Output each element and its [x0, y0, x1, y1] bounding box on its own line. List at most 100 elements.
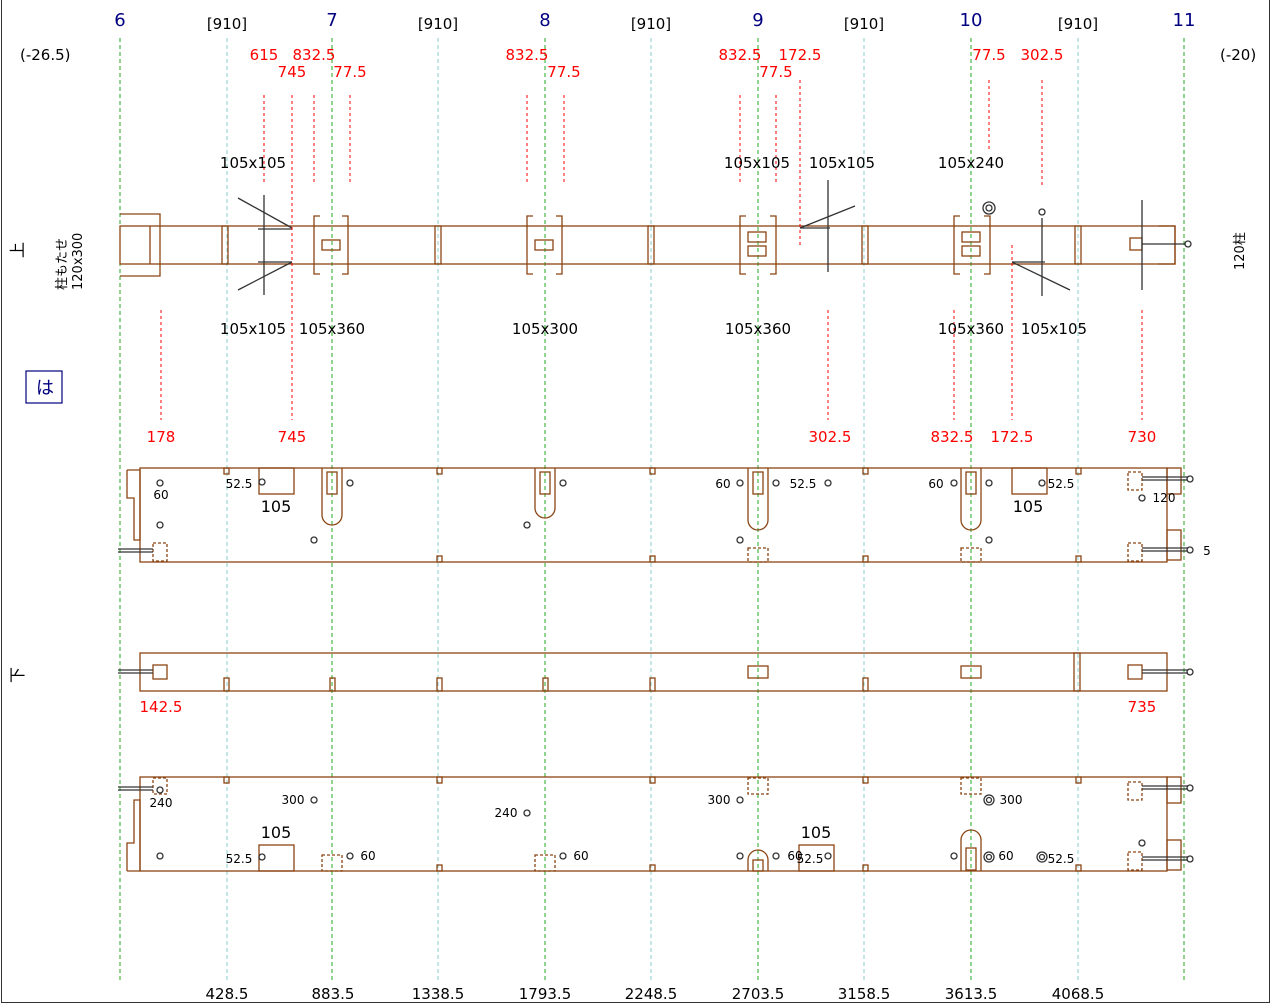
beam-4-dim-label: 240: [495, 806, 518, 820]
beam-2-dim-label: 52.5: [790, 477, 817, 491]
corner-right-label: (-20): [1220, 46, 1256, 64]
axis-label-9: 9: [752, 10, 763, 31]
beam-2-dim-label: 52.5: [1048, 477, 1075, 491]
member-size-label: 105x300: [512, 320, 578, 338]
beam-4-dim-label: 60: [787, 849, 802, 863]
red-dim-label: 832.5: [931, 428, 974, 446]
beam-3: [118, 652, 1194, 692]
boxed-label: は: [36, 378, 54, 399]
red-dim-label: 172.5: [991, 428, 1034, 446]
bottom-tick-label: 883.5: [312, 985, 355, 1003]
beam-2-dim-label: 120: [1153, 491, 1176, 505]
axis-label-6: 6: [114, 10, 125, 31]
left-post-label-2: 120x300: [71, 233, 86, 290]
bottom-tick-label: 428.5: [206, 985, 249, 1003]
beam-1: [119, 180, 1192, 296]
bottom-tick-label: 1793.5: [519, 985, 572, 1003]
spacing-label: [910]: [844, 15, 884, 33]
spacing-labels: [910] [910] [910] [910] [910]: [207, 15, 1098, 33]
beam-2-dim-label: 60: [715, 477, 730, 491]
beam-2-dim-label: 105: [1013, 497, 1044, 516]
beam-2-slots: [321, 468, 982, 531]
bottom-tick-label: 3158.5: [838, 985, 891, 1003]
red-dim-label: 832.5: [293, 46, 336, 64]
red-dim-label: 77.5: [972, 46, 1005, 64]
member-size-label: 105x105: [1021, 320, 1087, 338]
beam-3-labels: 142.5 735: [140, 698, 1157, 716]
beam-4: [118, 776, 1194, 872]
red-dim-label: 77.5: [547, 63, 580, 81]
beam-1-right-end: [1158, 225, 1176, 265]
red-dim-label: 77.5: [333, 63, 366, 81]
member-size-label: 105x360: [938, 320, 1004, 338]
red-dim-label: 735: [1128, 698, 1157, 716]
beam-4-dim-label: 240: [150, 796, 173, 810]
member-size-label: 105x105: [724, 154, 790, 172]
red-dim-label: 745: [278, 63, 307, 81]
beam-4-dim-label: 300: [708, 793, 731, 807]
red-dim-label: 172.5: [779, 46, 822, 64]
corner-left-label: (-26.5): [20, 46, 71, 64]
right-post-label: 120柱: [1233, 232, 1248, 270]
beam-2-notches: [223, 467, 1082, 563]
beam-3-outline: [139, 652, 1168, 692]
axis-label-10: 10: [960, 10, 983, 31]
spacing-label: [910]: [418, 15, 458, 33]
beam-2: [118, 467, 1194, 563]
red-dim-label: 302.5: [1021, 46, 1064, 64]
beam-2-dim-label: 52.5: [226, 477, 253, 491]
beam-1-callouts: [160, 80, 1143, 420]
red-dim-label: 302.5: [809, 428, 852, 446]
bottom-tick-label: 4068.5: [1052, 985, 1105, 1003]
member-size-label: 105x105: [220, 320, 286, 338]
beam-4-dim-label: 52.5: [797, 852, 824, 866]
bottom-tick-label: 1338.5: [412, 985, 465, 1003]
beam-1-black-top-labels: 105x105 105x105 105x105 105x240: [220, 154, 1004, 172]
beam-4-dim-label: 60: [573, 849, 588, 863]
member-size-label: 105x105: [809, 154, 875, 172]
beam-1-black-bottom-labels: 105x105 105x360 105x300 105x360 105x360 105x1…: [220, 320, 1087, 338]
beam-4-dim-label: 52.5: [1048, 852, 1075, 866]
member-size-label: 105x360: [725, 320, 791, 338]
bottom-dimension-labels: 428.5 883.5 1338.5 1793.5 2248.5 2703.5 3158.5…: [206, 985, 1105, 1003]
red-dim-label: 832.5: [719, 46, 762, 64]
red-dim-label: 615: [250, 46, 279, 64]
beam-4-dim-label: 300: [1000, 793, 1023, 807]
boxed-label-frame: [25, 370, 63, 404]
spacing-label: [910]: [1058, 15, 1098, 33]
axis-label-8: 8: [539, 10, 550, 31]
red-dim-label: 178: [147, 428, 176, 446]
beam-1-joints: [313, 215, 991, 275]
beam-2-dim-label: 105: [261, 497, 292, 516]
red-dim-label: 832.5: [506, 46, 549, 64]
member-size-label: 105x240: [938, 154, 1004, 172]
side-label-top: 上: [8, 242, 27, 258]
spacing-label: [910]: [631, 15, 671, 33]
beam-1-notches: [221, 225, 1082, 265]
beam-1-left-post: [120, 213, 161, 277]
bottom-tick-label: 2248.5: [625, 985, 678, 1003]
grid-lines: [119, 38, 1185, 980]
left-post-label-1: 柱もたせ: [55, 238, 70, 290]
beam-1-right-square: [1129, 237, 1143, 251]
red-dim-label: 77.5: [759, 63, 792, 81]
member-size-label: 105x105: [220, 154, 286, 172]
beam-4-dim-label: 105: [801, 823, 832, 842]
beam-2-dim-label: 5: [1203, 544, 1211, 558]
beam-4-dim-label: 60: [998, 849, 1013, 863]
spacing-label: [910]: [207, 15, 247, 33]
red-dim-label: 142.5: [140, 698, 183, 716]
bottom-tick-label: 3613.5: [945, 985, 998, 1003]
member-size-label: 105x360: [299, 320, 365, 338]
beam-4-dim-label: 105: [261, 823, 292, 842]
axis-label-7: 7: [326, 10, 337, 31]
beam-2-dim-label: 60: [153, 488, 168, 502]
side-label-bottom: 下: [8, 667, 27, 683]
bottom-tick-label: 2703.5: [732, 985, 785, 1003]
red-dim-label: 730: [1128, 428, 1157, 446]
